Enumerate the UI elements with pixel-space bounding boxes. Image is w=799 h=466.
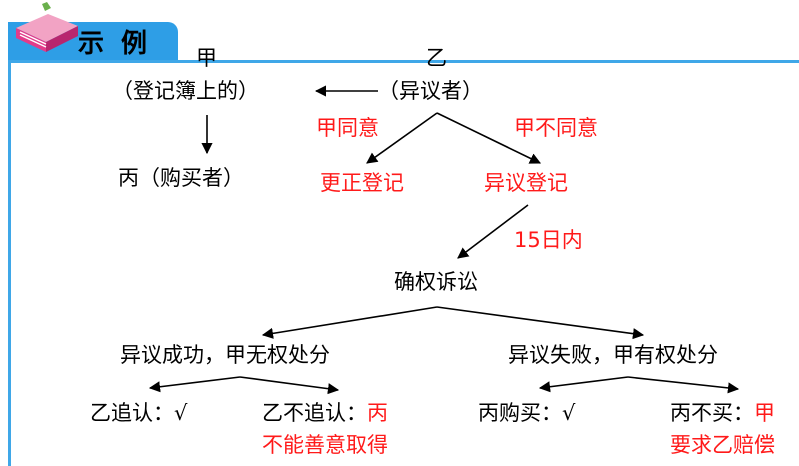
node-confirm-suit: 确权诉讼: [394, 270, 478, 294]
node-yi-name: 乙: [426, 46, 447, 70]
node-objection-registration: 异议登记: [484, 171, 568, 195]
arrow-to-bing-not-buy: [627, 376, 740, 394]
node-jia-desc: （登记簿上的）: [112, 79, 259, 103]
leaf-bing-not-buy-label: 丙不买：: [670, 401, 754, 425]
arrow-to-objection: [436, 112, 542, 164]
node-jia-name: 甲: [196, 46, 217, 70]
arrow-to-yi-ratify: [148, 376, 241, 393]
book-icon: [16, 2, 78, 52]
frame-top-border: [8, 60, 799, 63]
node-bing-buyer: 丙（购买者）: [118, 166, 244, 190]
frame-left-border: [8, 60, 11, 466]
leaf-yi-ratify: 乙追认：√: [90, 401, 188, 425]
arrow-to-yi-not-ratify: [239, 376, 340, 395]
leaf-yi-not-ratify-label: 乙不追认：: [262, 401, 367, 425]
label-within-15-days: 15日内: [514, 228, 583, 252]
leaf-yi-not-ratify-result: 不能善意取得: [262, 433, 388, 457]
node-objection-success: 异议成功，甲无权处分: [120, 343, 330, 367]
arrow-to-failure: [436, 306, 645, 340]
leaf-bing-not-buy-subject: 甲: [754, 401, 775, 425]
leaf-bing-not-buy-result: 要求乙赔偿: [670, 433, 775, 457]
label-jia-disagree: 甲不同意: [514, 116, 598, 140]
arrow-to-success: [261, 306, 438, 339]
leaf-yi-not-ratify-subject: 丙: [367, 401, 388, 425]
node-objection-failure: 异议失败，甲有权处分: [508, 343, 718, 367]
leaf-bing-not-buy: 丙不买：甲: [670, 401, 775, 425]
arrow-to-suit: [457, 204, 529, 259]
leaf-bing-buy: 丙购买：√: [478, 401, 576, 425]
node-correction-registration: 更正登记: [320, 171, 404, 195]
arrow-to-bing-buy: [538, 376, 629, 393]
label-jia-agree: 甲同意: [316, 116, 379, 140]
header-title: 示 例: [78, 29, 152, 59]
arrow-to-correction: [366, 112, 438, 164]
node-yi-desc: （异议者）: [378, 79, 483, 103]
leaf-yi-not-ratify: 乙不追认：丙: [262, 401, 388, 425]
